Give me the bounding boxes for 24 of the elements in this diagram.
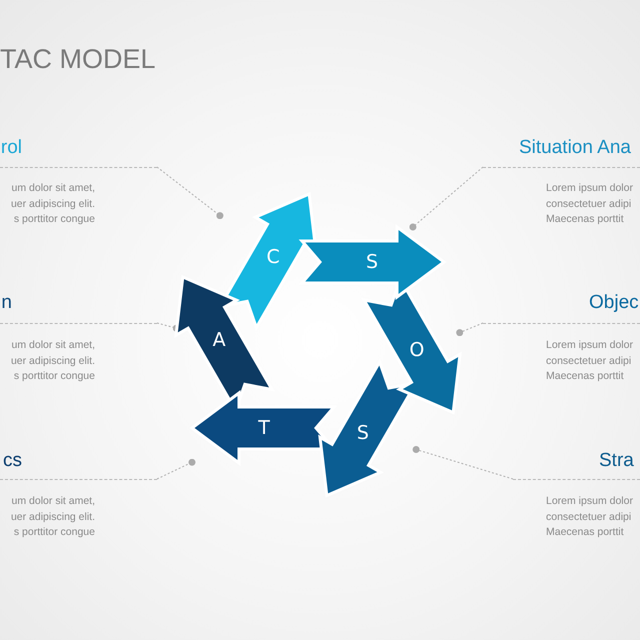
heading: rol (0, 137, 22, 159)
body-text: um dolor sit amet, uer adipiscing elit. s porttitor congue (10, 494, 95, 540)
letter: S (356, 422, 369, 444)
leader-line (412, 446, 514, 480)
heading: cs (3, 450, 22, 472)
letter: A (212, 328, 226, 351)
heading: Objec (589, 292, 639, 314)
leader-line (456, 322, 484, 336)
title: TAC MODEL (0, 43, 156, 75)
body-text: Lorem ipsum dolor consectetuer adipi Maecenas porttit (546, 338, 633, 384)
leader-line (156, 458, 196, 480)
leader-line (409, 166, 484, 230)
heading: n (1, 292, 12, 314)
body-text: Lorem ipsum dolor consectetuer adipi Maecenas porttit (546, 494, 633, 540)
heading: Situation Ana (519, 137, 631, 159)
letter: S (366, 251, 378, 273)
letter: T (258, 417, 270, 439)
letter: C (266, 246, 280, 268)
body-text: um dolor sit amet, uer adipiscing elit. s porttitor congue (10, 338, 95, 384)
leader-line (156, 166, 224, 220)
letter: O (409, 339, 424, 362)
body-text: Lorem ipsum dolor consectetuer adipi Maecenas porttit (546, 181, 633, 227)
heading: Stra (599, 450, 634, 472)
body-text: um dolor sit amet, uer adipiscing elit. s porttitor congue (10, 181, 95, 227)
